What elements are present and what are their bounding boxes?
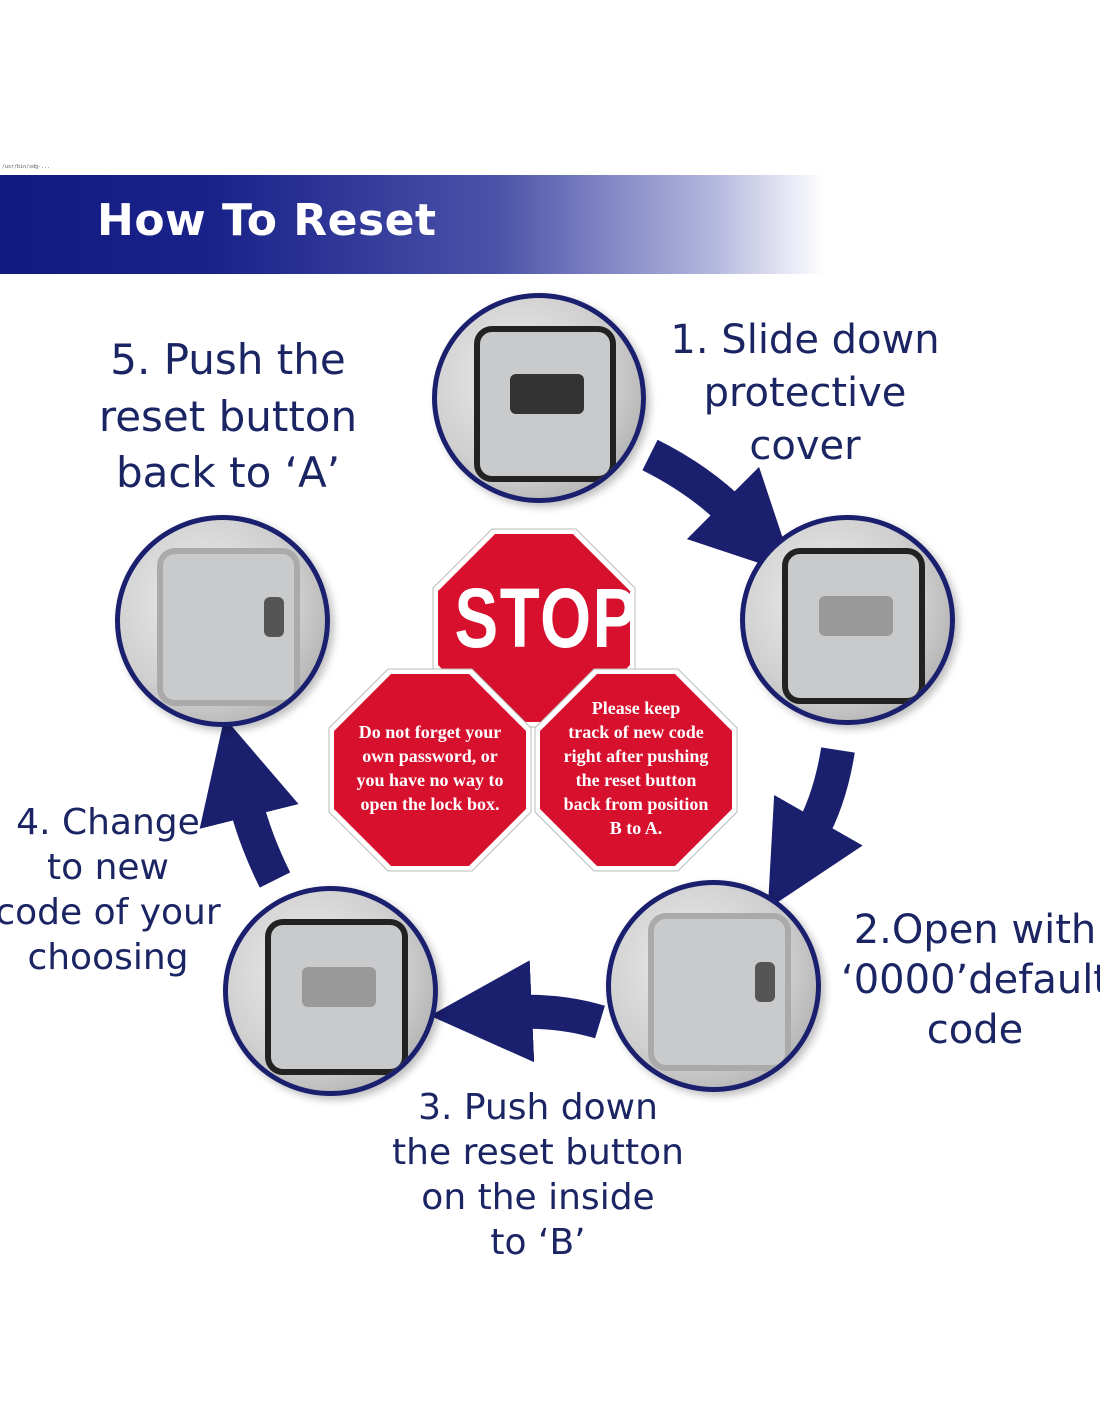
line: you have no way to xyxy=(356,770,504,790)
line: Do not forget your xyxy=(358,722,502,742)
line: 4. Change xyxy=(16,802,200,843)
line: 3. Push down xyxy=(418,1087,658,1128)
line: to ‘B’ xyxy=(490,1222,586,1263)
line: reset button xyxy=(98,391,358,441)
line: 2.Open with xyxy=(853,907,1097,953)
arrow-step4-to-5 xyxy=(199,717,299,888)
step-2-label: 2.Open with ‘0000’default code xyxy=(841,905,1100,1055)
step-1-label: 1. Slide down protective cover xyxy=(670,314,939,472)
path-text: /usr/bin/xdg-... xyxy=(2,164,51,170)
line: choosing xyxy=(27,937,189,978)
line: 5. Push the xyxy=(110,335,346,384)
line: back from position xyxy=(563,794,709,814)
reset-button-a-photo xyxy=(115,515,330,727)
arrow-step3-to-4 xyxy=(430,960,605,1063)
warning-sign-right: Please keep track of new code right afte… xyxy=(534,668,738,872)
line: code xyxy=(926,1007,1024,1053)
line: code of your xyxy=(0,892,221,933)
line: the reset button xyxy=(392,1132,684,1173)
step-3-label: 3. Push down the reset button on the ins… xyxy=(392,1085,684,1265)
line: back to ‘A’ xyxy=(115,448,341,498)
line: track of new code xyxy=(568,722,704,742)
page-title: How To Reset xyxy=(97,195,437,246)
reset-button-b-photo xyxy=(606,880,821,1092)
warning-sign-left: Do not forget your own password, or you … xyxy=(328,668,532,872)
line: cover xyxy=(749,422,861,469)
line: own password, or xyxy=(362,746,498,766)
line: protective xyxy=(703,369,907,416)
line: 1. Slide down xyxy=(670,317,940,363)
line: open the lock box. xyxy=(360,794,500,814)
line: on the inside xyxy=(421,1177,655,1218)
line: B to A. xyxy=(609,818,663,838)
header-banner: How To Reset xyxy=(0,175,1100,274)
stop-text: STOP xyxy=(454,571,638,665)
line: Please keep xyxy=(591,698,681,718)
dial-change-photo xyxy=(223,886,438,1096)
line: the reset button xyxy=(575,770,697,790)
line: right after pushing xyxy=(563,746,709,766)
lockbox-dial-photo xyxy=(740,515,955,725)
warning-right-text: Please keep track of new code right afte… xyxy=(534,696,738,840)
arrow-step1-to-2 xyxy=(642,439,796,576)
line: to new xyxy=(46,847,169,888)
warning-left-text: Do not forget your own password, or you … xyxy=(328,720,532,816)
step-5-label: 5. Push the reset button back to ‘A’ xyxy=(99,332,357,502)
step-4-label: 4. Change to new code of your choosing xyxy=(0,800,221,980)
lockbox-cover-photo xyxy=(432,293,646,503)
line: ‘0000’default xyxy=(841,957,1100,1003)
arrow-step2-to-3 xyxy=(767,747,863,909)
